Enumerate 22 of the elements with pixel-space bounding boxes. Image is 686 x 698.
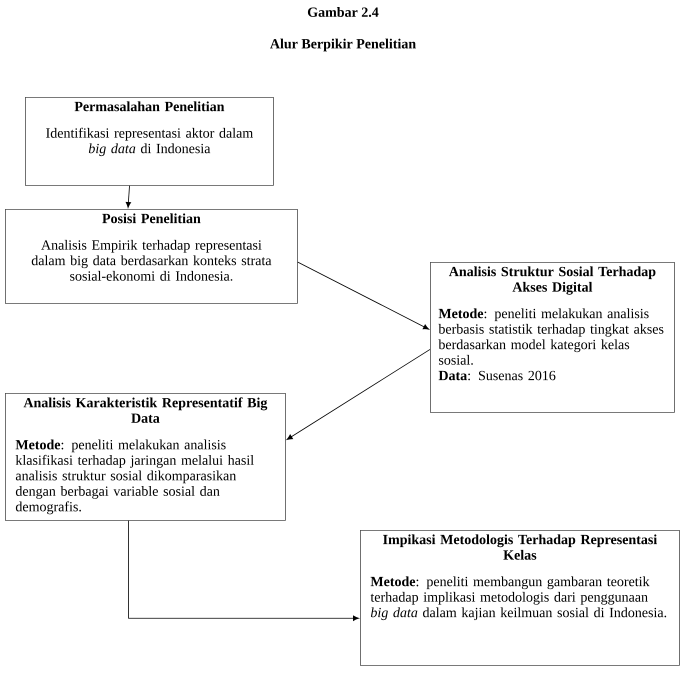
box-heading: Posisi Penelitian	[102, 213, 201, 224]
box-heading: Permasalahan Penelitian	[74, 101, 224, 112]
box-heading: Analisis Struktur Sosial Terhadap Akses Digital	[448, 266, 656, 295]
figure-subtitle: Alur Berpikir Penelitian	[270, 38, 416, 52]
process-box	[5, 393, 286, 521]
figure-title: Gambar 2.4	[308, 7, 379, 17]
process-box	[360, 530, 680, 666]
process-box	[430, 262, 675, 413]
box-body: Analisis Empirik terhadap representasi dalam big data berdasarkan konteks strata sosial-ekonomi di Indonesia.	[32, 240, 272, 281]
box-heading: Analisis Karakteristik Representatif Big Data	[24, 397, 268, 423]
box-body: Metode: peneliti melakukan analisis klasifikasi terhadap jaringan melalui hasil analisis struktur sosial dikomparasikan dengan berbagai variable sosial dan demografis.	[16, 440, 254, 514]
box-body: Identifikasi representasi aktor dalam big data di Indonesia	[46, 128, 253, 156]
box-body: Metode: peneliti membangun gambaran teoretik terhadap implikasi metodologis dari penggunaan big data dalam kajian keilmuan sosial di Indonesia.	[370, 576, 666, 620]
process-box	[5, 209, 298, 304]
box-body: Metode: peneliti melakukan analisis berbasis statistik terhadap tingkat akses berdasarkan model kategori kelas sosial.	[438, 308, 664, 365]
process-box	[25, 97, 274, 186]
arrow	[297, 262, 430, 330]
arrow	[128, 520, 359, 621]
box-body: Data: Susenas 2016	[438, 370, 556, 380]
arrow	[286, 349, 430, 440]
box-heading: Impikasi Metodologis Terhadap Representasi Kelas	[383, 534, 657, 560]
arrow	[126, 185, 132, 208]
